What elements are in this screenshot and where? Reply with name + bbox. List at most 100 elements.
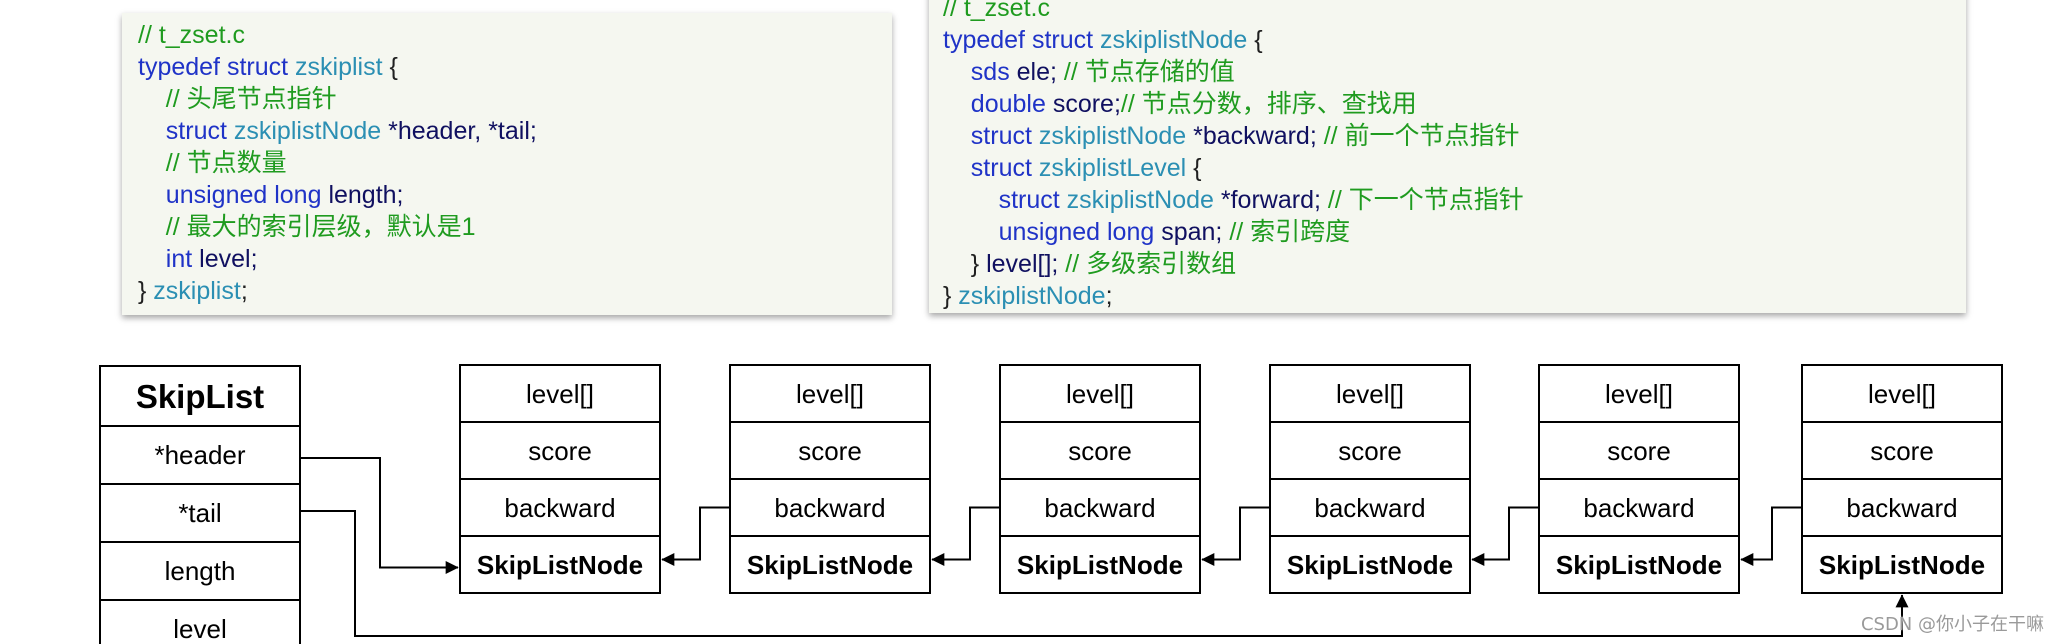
node-field: backward	[1846, 493, 1957, 523]
code-token: zskiplistNode	[958, 282, 1106, 310]
backward-arrow	[1740, 506, 1802, 566]
node-field: score	[798, 436, 862, 466]
code-line: unsigned long span; // 索引跨度	[943, 216, 1952, 248]
code-line: struct zskiplistNode *header, *tail;	[138, 115, 876, 147]
code-token: {	[382, 53, 398, 81]
node-field: SkipListNode	[477, 550, 643, 580]
code-token: ele;	[1016, 58, 1064, 86]
code-line: // 最大的索引层级，默认是1	[138, 211, 876, 243]
code-token: struct	[970, 154, 1039, 182]
node-field: level[]	[1868, 379, 1936, 409]
code-token: length;	[328, 181, 404, 209]
node-field: SkipListNode	[1287, 550, 1453, 580]
code-token: // t_zset.c	[138, 21, 245, 49]
backward-arrow	[931, 506, 1000, 566]
code-token: *header, *tail;	[381, 117, 537, 145]
code-line: struct zskiplistLevel {	[943, 152, 1952, 184]
code-line: } zskiplist;	[138, 275, 876, 307]
code-token: struct	[998, 186, 1067, 214]
code-token: unsigned long	[998, 218, 1162, 246]
node-field: SkipListNode	[1017, 550, 1183, 580]
code-token: int	[165, 245, 200, 273]
code-token: zskiplistNode	[1066, 186, 1214, 214]
skiplist-field: *tail	[178, 498, 221, 528]
node-field: level[]	[796, 379, 864, 409]
code-line: sds ele; // 节点存储的值	[943, 56, 1952, 88]
node-field: backward	[1044, 493, 1155, 523]
code-token: zskiplistNode	[233, 117, 382, 145]
code-line: typedef struct zskiplist {	[138, 51, 876, 83]
code-token: // 节点存储的值	[1063, 58, 1235, 86]
watermark: CSDN @你小子在干嘛	[1860, 614, 2044, 635]
code-line: // 节点数量	[138, 147, 876, 179]
code-token: // t_zset.c	[943, 0, 1050, 22]
code-line: int level;	[138, 243, 876, 275]
node-field: SkipListNode	[1556, 550, 1722, 580]
code-token: }	[943, 250, 987, 278]
node-field: level[]	[1605, 379, 1673, 409]
skiplist-title: SkipList	[136, 378, 264, 415]
skiplist-field: level	[173, 614, 226, 644]
header-arrow	[300, 457, 459, 574]
code-token: double	[970, 90, 1053, 118]
node-field: score	[1870, 436, 1934, 466]
code-token: zskiplistLevel	[1038, 154, 1187, 182]
skiplist-field: *header	[154, 440, 245, 470]
code-token: level[];	[986, 250, 1066, 278]
code-token: span;	[1161, 218, 1230, 246]
code-token: *backward;	[1186, 122, 1324, 150]
code-token: ;	[1105, 282, 1113, 310]
backward-arrow	[661, 506, 730, 566]
code-line: typedef struct zskiplistNode {	[943, 24, 1952, 56]
code-line: unsigned long length;	[138, 179, 876, 211]
code-token: ;	[240, 277, 248, 305]
code-token: // 索引跨度	[1229, 218, 1351, 246]
code-line: struct zskiplistNode *forward; // 下一个节点指…	[943, 184, 1952, 216]
code-line: double score;// 节点分数，排序、查找用	[943, 88, 1952, 120]
code-token: zskiplistNode	[1100, 26, 1248, 54]
node-field: level[]	[1066, 379, 1134, 409]
node-field: backward	[774, 493, 885, 523]
code-token: struct	[970, 122, 1039, 150]
code-token: typedef struct	[138, 53, 296, 81]
code-line: } zskiplistNode;	[943, 280, 1952, 312]
code-token: zskiplist	[295, 53, 383, 81]
code-token: // 节点分数，排序、查找用	[1120, 90, 1417, 118]
code-line: // t_zset.c	[943, 0, 1952, 24]
code-token: *forward;	[1213, 186, 1328, 214]
node-field: level[]	[526, 379, 594, 409]
code-token: zskiplistNode	[1038, 122, 1187, 150]
code-token: zskiplist	[153, 277, 241, 305]
code-token: // 头尾节点指针	[165, 85, 337, 113]
code-token: // 节点数量	[165, 149, 287, 177]
code-token: typedef struct	[943, 26, 1101, 54]
code-token: // 前一个节点指针	[1323, 122, 1520, 150]
backward-arrow	[1471, 506, 1539, 566]
skiplist-box	[99, 365, 301, 644]
node-field: backward	[504, 493, 615, 523]
backward-arrow	[1201, 506, 1270, 566]
code-token: sds	[970, 58, 1017, 86]
node-field: score	[528, 436, 592, 466]
code-token: // 下一个节点指针	[1327, 186, 1524, 214]
code-token: // 最大的索引层级，默认是1	[165, 213, 476, 241]
node-field: score	[1607, 436, 1671, 466]
code-token: score;	[1052, 90, 1121, 118]
code-token: unsigned long	[165, 181, 329, 209]
code-token: // 多级索引数组	[1065, 250, 1237, 278]
skiplist-field: length	[165, 556, 236, 586]
node-field: SkipListNode	[1819, 550, 1985, 580]
code-line: } level[]; // 多级索引数组	[943, 248, 1952, 280]
node-field: score	[1068, 436, 1132, 466]
node-field: backward	[1583, 493, 1694, 523]
code-line: struct zskiplistNode *backward; // 前一个节点…	[943, 120, 1952, 152]
node-field: SkipListNode	[747, 550, 913, 580]
node-field: score	[1338, 436, 1402, 466]
code-token: }	[138, 277, 154, 305]
code-token: }	[943, 282, 959, 310]
node-field: level[]	[1336, 379, 1404, 409]
code-token: {	[1186, 154, 1202, 182]
